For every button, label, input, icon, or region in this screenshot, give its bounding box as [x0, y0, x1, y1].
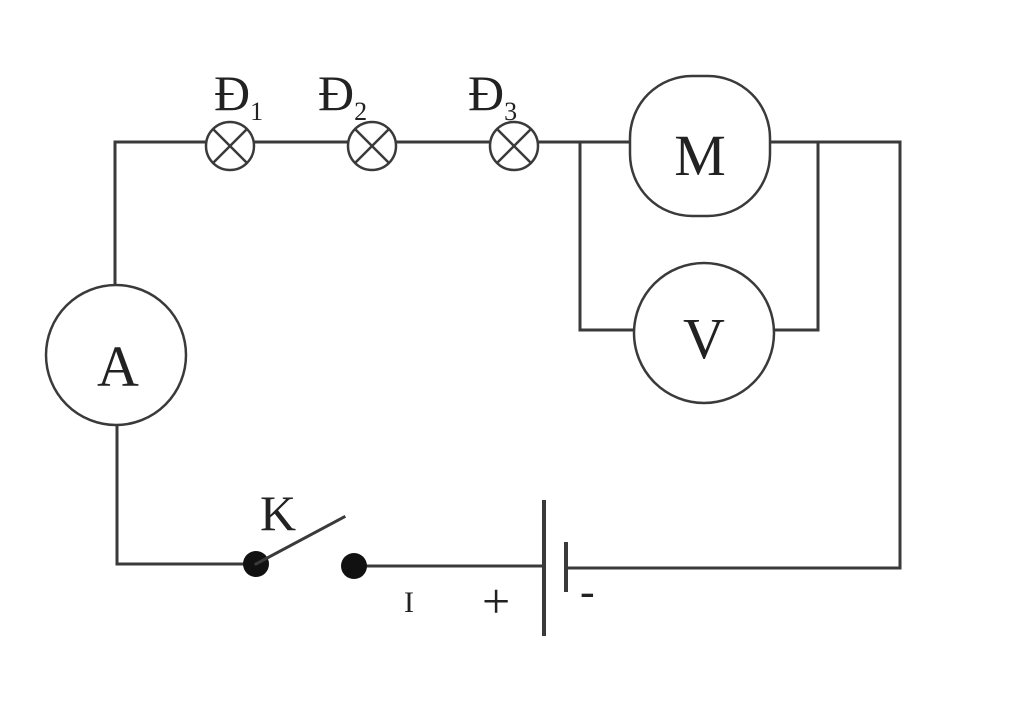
- motor: M: [628, 74, 772, 218]
- ammeter: A: [44, 283, 188, 427]
- battery-negative-label: -: [580, 567, 595, 616]
- wire-branch-left: [578, 140, 636, 332]
- voltmeter: V: [632, 261, 776, 405]
- battery-side-mark: I: [404, 586, 414, 619]
- lamp-2: [346, 120, 398, 172]
- switch-k: K: [243, 485, 367, 579]
- motor-icon: [628, 74, 772, 218]
- battery-positive-label: +: [482, 573, 510, 629]
- battery: + - I: [404, 500, 595, 636]
- switch-lever: [253, 514, 347, 567]
- ammeter-label: A: [97, 334, 139, 399]
- wires: [113, 140, 902, 570]
- wire-right-rail: [564, 140, 902, 570]
- voltmeter-icon: [632, 261, 776, 405]
- lamp-2-label: Đ2: [318, 65, 367, 126]
- wire-branch-right: [770, 140, 820, 332]
- lamp-1: [204, 120, 256, 172]
- voltmeter-label: V: [683, 306, 725, 371]
- lamp-1-label: Đ1: [214, 65, 263, 126]
- motor-label: M: [674, 123, 726, 188]
- switch-contact-right: [341, 553, 367, 579]
- wire-switch-ammeter: [115, 424, 258, 566]
- lamp-3: [488, 120, 540, 172]
- wire-left-top: [113, 140, 208, 286]
- ammeter-icon: [44, 283, 188, 427]
- lamp-3-label: Đ3: [468, 65, 517, 126]
- switch-label: K: [260, 485, 296, 541]
